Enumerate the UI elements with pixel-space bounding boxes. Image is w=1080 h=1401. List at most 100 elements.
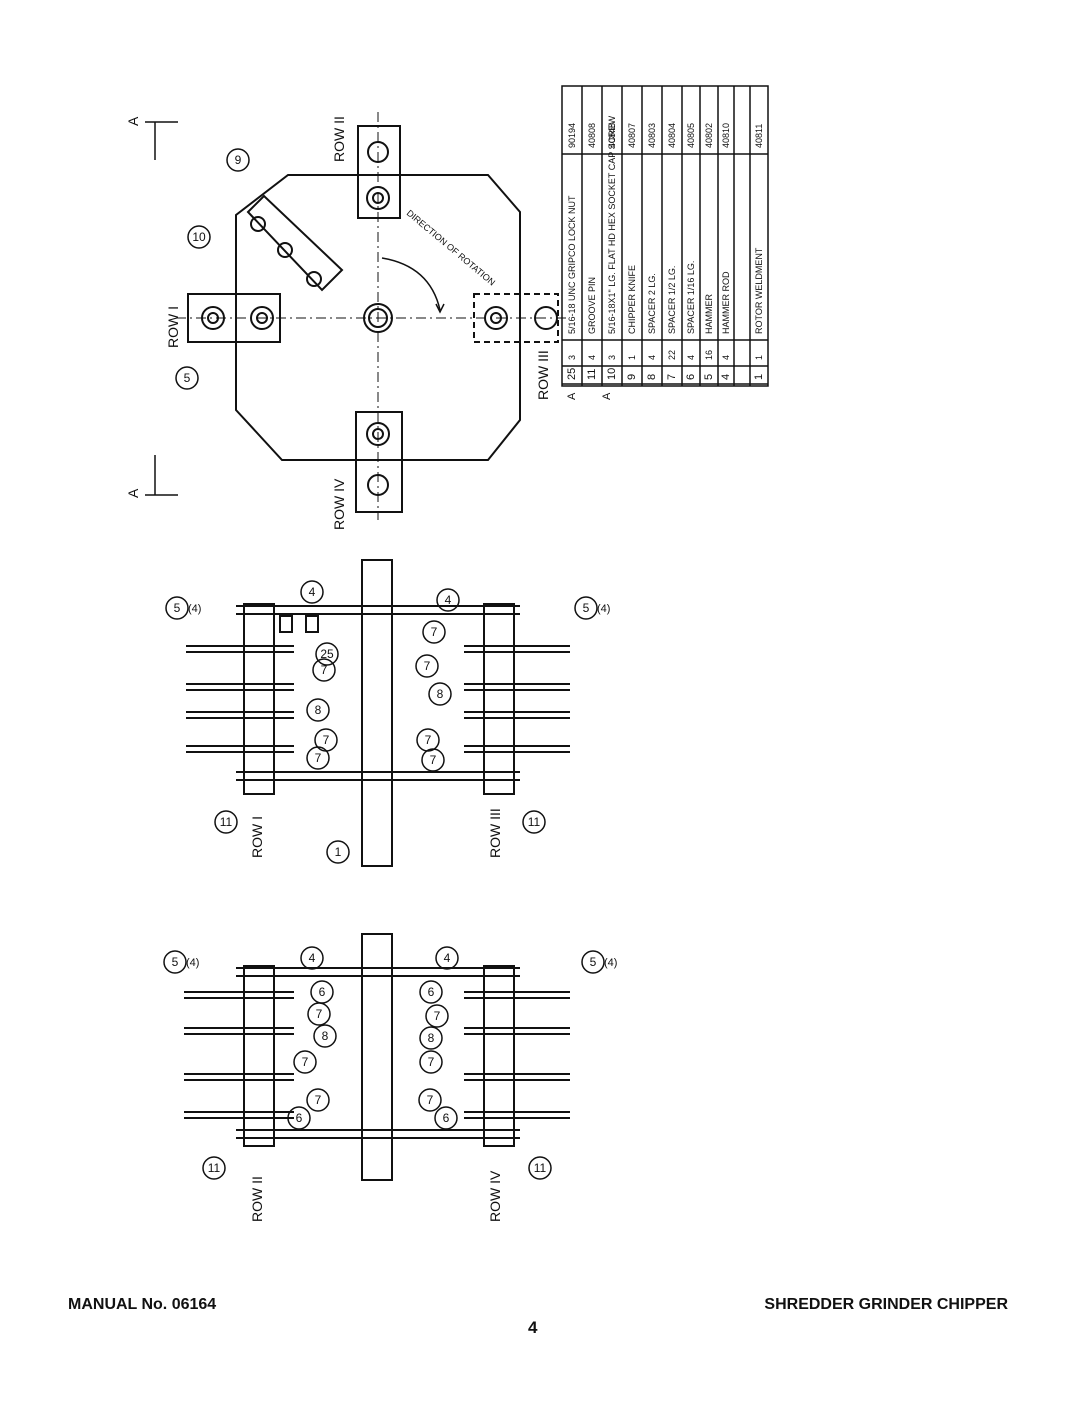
table-row-10-part: 40811	[754, 124, 764, 148]
table-row-2-qty: 3	[607, 355, 617, 360]
callout-11-mid-left: 11	[220, 815, 233, 829]
label-row-4-top: ROW IV	[331, 478, 347, 530]
table-row-4-qty: 4	[647, 355, 657, 360]
label-row-4-bot: ROW IV	[487, 1170, 503, 1222]
callout-7-f: 7	[315, 751, 322, 765]
callout-7-e: 7	[425, 733, 432, 747]
table-row-2-part: 40848	[607, 123, 617, 148]
callout-7-d: 7	[323, 733, 330, 747]
qty-4-mid-left: (4)	[188, 603, 201, 615]
row-1-3-side-view	[186, 559, 570, 867]
table-row-1-part: 40808	[587, 123, 597, 148]
label-row-3-top: ROW III	[535, 350, 551, 400]
table-row-6-qty: 4	[686, 355, 696, 360]
table-row-0-qty: 3	[567, 355, 577, 360]
document-title: SHREDDER GRINDER CHIPPER	[764, 1296, 1008, 1313]
table-note-a-1: A	[566, 392, 578, 400]
callout-11-bot-right: 11	[534, 1161, 547, 1175]
callout-8-mid-left: 8	[315, 703, 322, 717]
callout-7-m: 7	[427, 1093, 434, 1107]
callout-7-g: 7	[430, 753, 437, 767]
section-marker-top: A	[125, 116, 141, 126]
callout-8-bot-left: 8	[322, 1029, 329, 1043]
table-row-10-desc: ROTOR WELDMENT	[754, 247, 764, 334]
callout-5-bot-left: 5	[172, 955, 179, 969]
table-row-5-qty: 22	[667, 350, 677, 360]
rotor-end-view	[145, 112, 570, 520]
callout-25: 25	[320, 647, 334, 661]
callout-7-j: 7	[302, 1055, 309, 1069]
callout-7-i: 7	[434, 1009, 441, 1023]
table-row-8-part: 40810	[721, 123, 731, 148]
callout-9: 9	[235, 153, 242, 167]
callout-11-mid-right: 11	[528, 815, 541, 829]
callout-7-k: 7	[428, 1055, 435, 1069]
label-row-1-mid: ROW I	[249, 816, 265, 858]
callout-4-bot-left: 4	[309, 951, 316, 965]
row-2-4-side-view	[184, 933, 570, 1181]
table-row-6-ref: 6	[685, 374, 697, 380]
table-row-3-desc: CHIPPER KNIFE	[627, 265, 637, 334]
table-row-4-part: 40803	[647, 123, 657, 148]
callout-8-mid-right: 8	[437, 687, 444, 701]
callout-7-c: 7	[424, 659, 431, 673]
table-note-a-2: A	[601, 392, 613, 400]
table-row-3-ref: 9	[626, 374, 638, 380]
table-row-8-qty: 4	[721, 355, 731, 360]
table-row-7-desc: HAMMER	[704, 294, 714, 334]
label-row-3-mid: ROW III	[487, 808, 503, 858]
table-row-7-qty: 16	[704, 350, 714, 360]
label-row-2-top: ROW II	[331, 116, 347, 162]
parts-table	[561, 85, 769, 387]
callout-7-h: 7	[316, 1007, 323, 1021]
callout-4-bot-right: 4	[444, 951, 451, 965]
table-row-4-ref: 8	[646, 374, 658, 380]
table-row-8-desc: HAMMER ROD	[721, 271, 731, 334]
table-row-7-part: 40802	[704, 123, 714, 148]
callout-6-d: 6	[443, 1111, 450, 1125]
page-number: 4	[528, 1318, 538, 1337]
callout-6-b: 6	[428, 985, 435, 999]
table-row-6-desc: SPACER 1/16 LG.	[686, 261, 696, 334]
callout-10: 10	[192, 230, 206, 244]
callout-circles	[163, 148, 605, 1180]
callout-5-top: 5	[184, 371, 191, 385]
qty-4-bot-right: (4)	[604, 957, 617, 969]
table-row-8-ref: 4	[720, 374, 732, 380]
callout-7-b: 7	[321, 663, 328, 677]
table-row-3-qty: 1	[627, 355, 637, 360]
label-row-2-bot: ROW II	[249, 1176, 265, 1222]
qty-4-mid-right: (4)	[597, 603, 610, 615]
table-row-2-ref: 10	[606, 368, 618, 380]
table-row-5-desc: SPACER 1/2 LG.	[667, 266, 677, 334]
table-row-3-part: 40807	[627, 123, 637, 148]
qty-4-bot-left: (4)	[186, 957, 199, 969]
callout-6-c: 6	[296, 1111, 303, 1125]
callout-7-a: 7	[431, 625, 438, 639]
table-row-2-desc: 5/16-18X1" LG. FLAT HD HEX SOCKET CAP SC…	[607, 115, 617, 334]
table-row-10-qty: 1	[754, 355, 764, 360]
table-row-4-desc: SPACER 2 LG.	[647, 273, 657, 334]
table-row-5-part: 40804	[667, 123, 677, 148]
table-row-1-desc: GROOVE PIN	[587, 277, 597, 334]
callout-4-mid-left: 4	[309, 585, 316, 599]
table-row-1-qty: 4	[587, 355, 597, 360]
callout-7-l: 7	[315, 1093, 322, 1107]
callout-1: 1	[335, 845, 342, 859]
table-row-10-ref: 1	[753, 374, 765, 380]
section-marker-bottom: A	[125, 488, 141, 498]
table-row-0-part: 90194	[567, 123, 577, 148]
callout-5-mid-right: 5	[583, 601, 590, 615]
table-row-0-desc: 5/16-18 UNC GRIPCO LOCK NUT	[567, 195, 577, 334]
manual-number: MANUAL No. 06164	[68, 1296, 217, 1313]
table-row-0-ref: 25	[566, 368, 578, 380]
table-row-5-ref: 7	[666, 374, 678, 380]
callout-5-bot-right: 5	[590, 955, 597, 969]
table-row-7-ref: 5	[703, 374, 715, 380]
table-row-1-ref: 11	[586, 369, 598, 380]
callout-5-mid-left: 5	[174, 601, 181, 615]
callout-6-a: 6	[319, 985, 326, 999]
callout-4-mid-right: 4	[445, 593, 452, 607]
